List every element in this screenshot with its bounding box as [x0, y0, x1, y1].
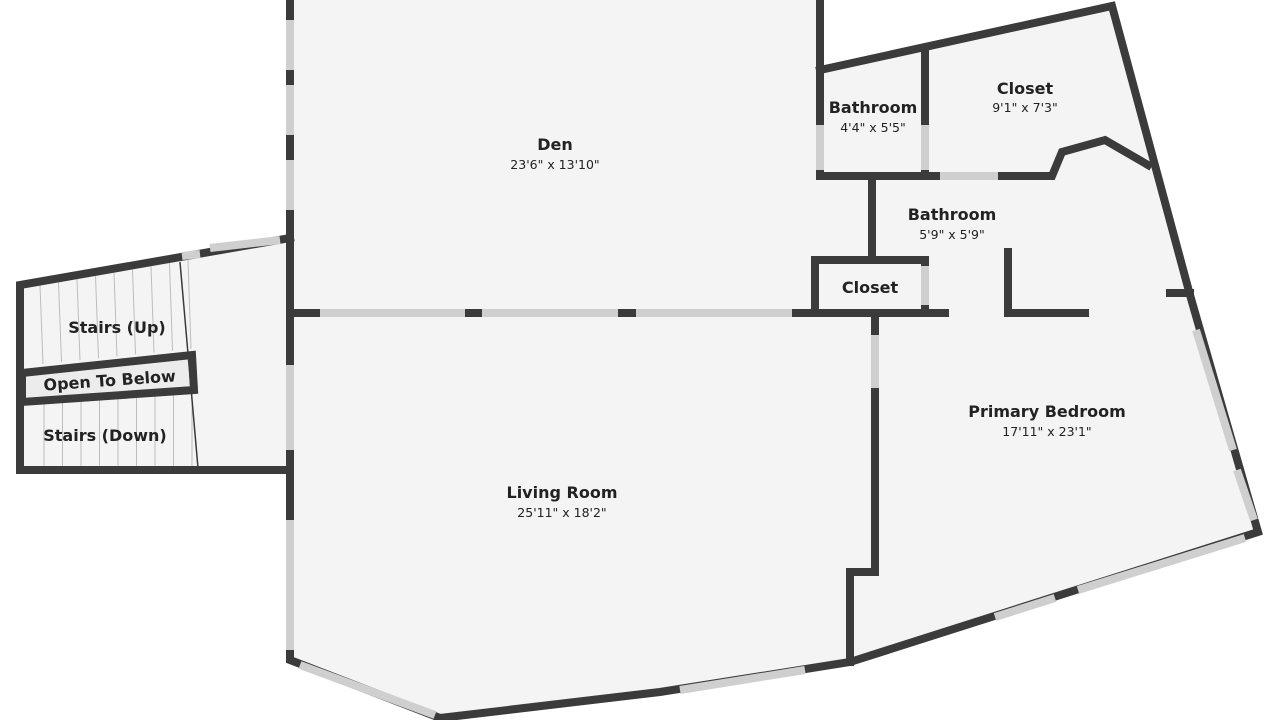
stair-treads: [39, 259, 193, 466]
stair-tread: [169, 262, 173, 351]
stair-edge: [179, 261, 199, 469]
room-dims-closet-large: 9'1" x 7'3": [992, 100, 1058, 115]
stair-tread: [95, 275, 99, 359]
room-label-closet-large: Closet: [997, 79, 1054, 98]
stair-tread: [76, 279, 81, 361]
room-label-primary-bedroom: Primary Bedroom: [968, 402, 1126, 421]
room-label-bathroom-small: Bathroom: [829, 98, 918, 117]
room-dims-bathroom-main: 5'9" x 5'9": [919, 227, 985, 242]
room-label-living-room: Living Room: [507, 483, 618, 502]
stair-tread: [187, 259, 192, 349]
windows: [181, 20, 1258, 719]
stair-tread: [58, 282, 62, 363]
room-label-stairs-down: Stairs (Down): [43, 426, 167, 445]
stair-tread: [39, 285, 44, 365]
stair-tread: [113, 272, 118, 357]
room-label-den: Den: [537, 135, 573, 154]
room-dims-den: 23'6" x 13'10": [510, 157, 599, 172]
stair-tread: [150, 266, 155, 353]
room-dims-living-room: 25'11" x 18'2": [517, 505, 606, 520]
room-label-stairs-up: Stairs (Up): [68, 318, 166, 337]
room-label-closet-small: Closet: [842, 278, 899, 297]
stair-tread: [132, 269, 136, 355]
floor-fill: [20, 0, 1258, 720]
room-label-bathroom-main: Bathroom: [908, 205, 997, 224]
room-dims-bathroom-small: 4'4" x 5'5": [840, 120, 906, 135]
room-dims-primary-bedroom: 17'11" x 23'1": [1002, 424, 1091, 439]
